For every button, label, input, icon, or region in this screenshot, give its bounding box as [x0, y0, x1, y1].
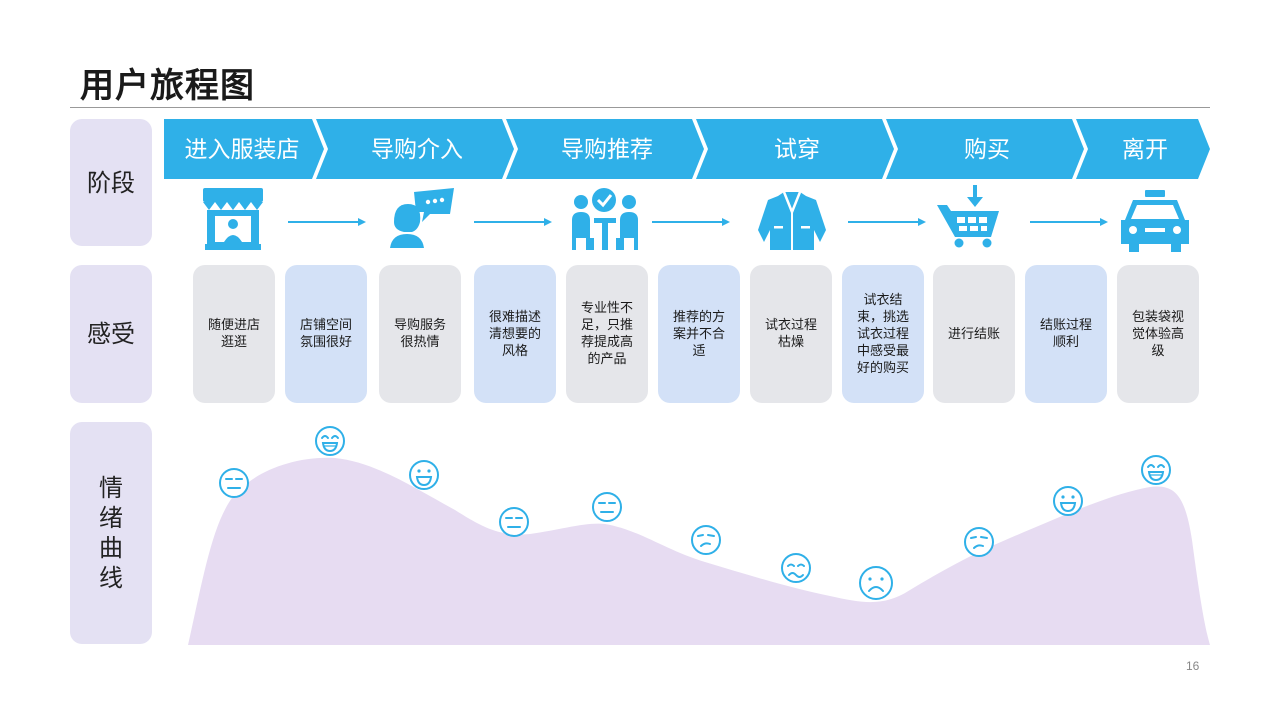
feeling-text: 导购服务很热情: [393, 318, 446, 350]
stage-label-1: 进入服装店: [185, 137, 300, 163]
worried-face-icon: [781, 553, 811, 583]
feeling-text: 推荐的方案并不合适: [672, 309, 725, 359]
row-label-feeling: 感受: [70, 265, 152, 403]
salesperson-chat-icon: [390, 188, 454, 248]
grin-face-icon: [315, 426, 345, 456]
shopping-cart-icon: [937, 185, 999, 248]
flow-arrow-head-1: [358, 218, 366, 226]
feeling-text: 试衣过程枯燥: [764, 318, 817, 350]
taxi-icon: [1121, 190, 1189, 252]
consultation-meeting-icon: [572, 188, 638, 250]
feeling-card-5: 专业性不足，只推荐提成高的产品: [566, 265, 648, 403]
sad-face-icon: [859, 566, 893, 600]
feeling-text: 结账过程顺利: [1039, 318, 1092, 350]
feeling-text: 包装袋视觉体验高级: [1131, 309, 1184, 359]
stage-chevron-5: [886, 119, 1084, 179]
stage-chevron-6: [1076, 119, 1210, 179]
skeptical-face-icon: [691, 525, 721, 555]
page-title: 用户旅程图: [80, 66, 255, 106]
flow-arrow-head-3: [722, 218, 730, 226]
feeling-text: 专业性不足，只推荐提成高的产品: [580, 301, 633, 367]
emotion-curve-area: [188, 457, 1210, 645]
feeling-card-8: 试衣结束，挑选试衣过程中感受最好的购买: [842, 265, 924, 403]
skeptical-face-icon: [964, 527, 994, 557]
smile-face-icon: [1053, 486, 1083, 516]
stage-label-6: 离开: [1122, 137, 1168, 163]
feeling-card-6: 推荐的方案并不合适: [658, 265, 740, 403]
feeling-card-10: 结账过程顺利: [1025, 265, 1107, 403]
storefront-icon: [203, 188, 263, 250]
feeling-text: 很难描述清想要的风格: [488, 309, 541, 359]
feeling-text: 随便进店逛逛: [207, 318, 260, 350]
feeling-card-9: 进行结账: [933, 265, 1015, 403]
flow-arrow-head-4: [918, 218, 926, 226]
stage-chevron-3: [506, 119, 704, 179]
feeling-card-1: 随便进店逛逛: [193, 265, 275, 403]
stage-label-4: 试穿: [774, 137, 820, 163]
page-number: 16: [1186, 659, 1200, 673]
stage-chevron-2: [316, 119, 514, 179]
smile-face-icon: [409, 460, 439, 490]
feeling-text: 试衣结束，挑选试衣过程中感受最好的购买: [856, 292, 909, 376]
stage-label-5: 购买: [964, 137, 1010, 163]
stage-chevron-4: [696, 119, 894, 179]
flow-arrow-head-5: [1100, 218, 1108, 226]
feeling-card-4: 很难描述清想要的风格: [474, 265, 556, 403]
feeling-card-3: 导购服务很热情: [379, 265, 461, 403]
title-divider: [70, 107, 1210, 108]
grin-face-icon: [1141, 455, 1171, 485]
feeling-card-11: 包装袋视觉体验高级: [1117, 265, 1199, 403]
stage-chevron-1: [164, 119, 324, 179]
neutral-face-icon: [499, 507, 529, 537]
row-label-stage: 阶段: [70, 119, 152, 246]
neutral-face-icon: [592, 492, 622, 522]
row-label-emotion: 情绪曲线: [70, 422, 152, 644]
stage-label-3: 导购推荐: [561, 137, 653, 163]
feeling-text: 店铺空间氛围很好: [299, 318, 352, 350]
feeling-text: 进行结账: [947, 326, 1000, 342]
stage-label-2: 导购介入: [371, 137, 463, 163]
jacket-icon: [758, 191, 826, 250]
neutral-face-icon: [219, 468, 249, 498]
feeling-card-2: 店铺空间氛围很好: [285, 265, 367, 403]
flow-arrow-head-2: [544, 218, 552, 226]
feeling-card-7: 试衣过程枯燥: [750, 265, 832, 403]
